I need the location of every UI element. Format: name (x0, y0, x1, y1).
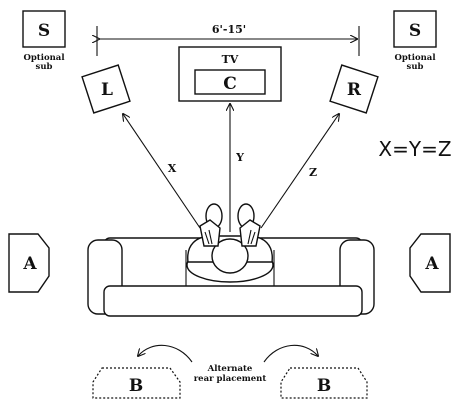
distance-z-label: Z (309, 166, 317, 179)
tv: TV C (178, 46, 282, 102)
optional-sub-right-line2: sub (407, 62, 424, 72)
distance-x-label: X (168, 162, 177, 175)
distance-arrows (123, 104, 339, 232)
sub-left-label: S (38, 21, 50, 41)
front-left-label: L (101, 80, 113, 100)
width-dimension: 6'-15' (97, 22, 360, 56)
front-left-speaker (81, 64, 131, 114)
alternate-arrows (138, 344, 318, 363)
front-right-label: R (347, 80, 362, 100)
rear-left-speaker: B (92, 367, 181, 399)
sub-left-speaker: S (22, 10, 66, 48)
front-right-speaker (329, 64, 379, 114)
surround-left-label: A (22, 254, 37, 274)
alternate-label-line1: Alternate (207, 364, 253, 374)
surround-right-label: A (424, 254, 439, 274)
optional-sub-right-line1: Optional (394, 53, 436, 63)
center-speaker-label: C (223, 74, 237, 94)
surround-left-speaker: A (8, 233, 50, 293)
optional-sub-left-line1: Optional (23, 53, 65, 63)
listener (186, 203, 274, 283)
rear-left-label: B (129, 376, 143, 396)
rear-right-label: B (317, 376, 331, 396)
optional-sub-left-line2: sub (36, 62, 53, 72)
equation-label: X=Y=Z (378, 137, 451, 161)
distance-y-label: Y (235, 151, 244, 164)
tv-label: TV (222, 53, 239, 66)
rear-right-speaker: B (280, 367, 368, 399)
surround-right-speaker: A (409, 233, 451, 293)
sub-right-label: S (409, 21, 421, 41)
width-range-label: 6'-15' (212, 23, 246, 36)
sub-right-speaker: S (393, 10, 437, 48)
alternate-label-line2: rear placement (194, 374, 267, 384)
